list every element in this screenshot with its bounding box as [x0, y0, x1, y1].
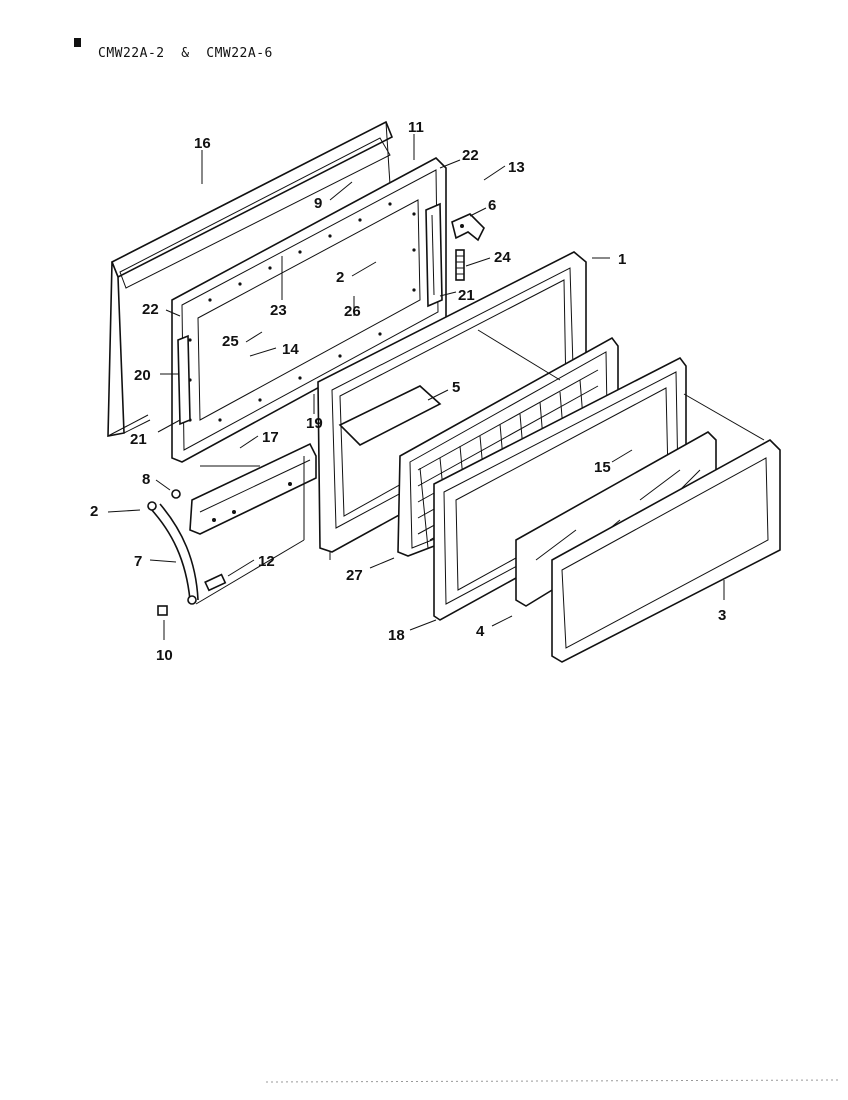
part-11-outer-panel — [107, 120, 394, 437]
callout-19: 19 — [306, 415, 323, 432]
part-12-pin — [204, 573, 227, 592]
callout-17: 17 — [262, 429, 279, 446]
callout-2-lower: 2 — [90, 503, 98, 520]
callout-27: 27 — [346, 567, 363, 584]
callout-9: 9 — [314, 195, 322, 212]
callout-6: 6 — [488, 197, 496, 214]
callout-21-lower: 21 — [130, 431, 147, 448]
callout-11: 11 — [408, 119, 424, 136]
callout-4: 4 — [476, 623, 485, 640]
callout-20: 20 — [134, 367, 151, 384]
callout-16: 16 — [194, 135, 211, 152]
callout-26: 26 — [344, 303, 361, 320]
part-6-latch — [451, 213, 485, 242]
callout-22-left: 22 — [142, 301, 159, 318]
alignment-lines — [195, 329, 765, 605]
callout-10: 10 — [156, 647, 173, 664]
part-21-hinge-strip — [177, 202, 443, 426]
section-marker — [74, 38, 81, 47]
part-3-outer-frame — [551, 439, 781, 663]
callout-23: 23 — [270, 302, 287, 319]
callout-8: 8 — [142, 471, 150, 488]
part-8-hinge-plate — [171, 442, 317, 535]
callout-24: 24 — [494, 249, 511, 266]
model-number-heading: CMW22A-2 & CMW22A-6 — [98, 46, 273, 61]
callout-3: 3 — [718, 607, 726, 624]
callout-12: 12 — [258, 553, 275, 570]
callout-22: 22 — [462, 147, 479, 164]
callout-1: 1 — [618, 251, 626, 268]
part-5-bracket — [338, 385, 442, 446]
leader-lines — [107, 134, 725, 640]
callout-21-upper: 21 — [458, 287, 475, 304]
callout-25: 25 — [222, 333, 239, 350]
callout-18: 18 — [388, 627, 405, 644]
callout-2-upper: 2 — [336, 269, 344, 286]
bottom-scan-line — [265, 1079, 841, 1083]
part-10-nut — [157, 605, 168, 616]
callout-7: 7 — [134, 553, 142, 570]
callout-5: 5 — [452, 379, 460, 396]
part-24-spring — [455, 249, 465, 281]
callout-15: 15 — [594, 459, 611, 476]
callout-13: 13 — [508, 159, 525, 176]
callout-14: 14 — [282, 341, 299, 358]
part-7-door-arm — [147, 501, 199, 605]
callout-labels: 16 11 22 13 9 6 24 1 2 21 23 22 26 25 14… — [90, 119, 726, 664]
